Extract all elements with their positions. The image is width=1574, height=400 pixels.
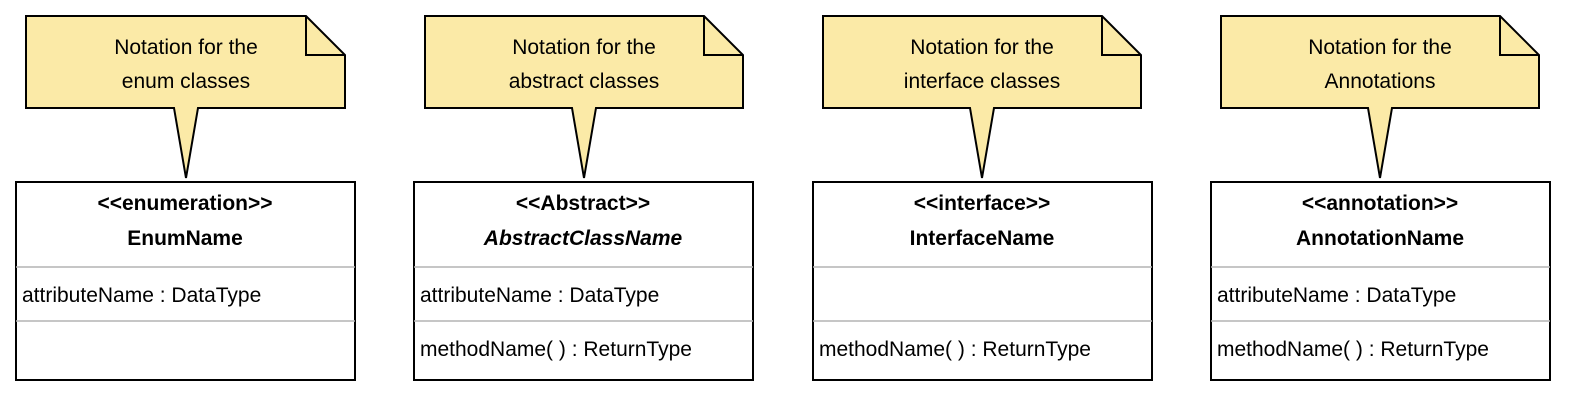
abstract-note-fold xyxy=(703,16,743,56)
interface-class-name: InterfaceName xyxy=(910,227,1055,250)
abstract-callout-note xyxy=(424,15,744,179)
enum-note-line2: enum classes xyxy=(122,70,250,93)
annotation-class-box xyxy=(1210,181,1551,381)
enum-note-fold xyxy=(305,16,345,56)
annotation-class-name: AnnotationName xyxy=(1296,227,1464,250)
interface-note-line2: interface classes xyxy=(904,70,1060,93)
interface-note-line1: Notation for the xyxy=(910,36,1054,59)
enum-class-stereotype: <<enumeration>> xyxy=(97,192,272,215)
interface-callout-note xyxy=(822,15,1142,179)
abstract-class-name: AbstractClassName xyxy=(483,227,683,250)
annotation-callout-note xyxy=(1220,15,1540,179)
abstract-notation-group: Notation for the abstract classes <<Abst… xyxy=(413,15,754,381)
enum-notation-group: Notation for the enum classes <<enumerat… xyxy=(15,15,356,381)
annotation-class-stereotype: <<annotation>> xyxy=(1302,192,1458,215)
interface-notation-group: Notation for the interface classes <<int… xyxy=(812,15,1153,381)
annotation-class-method: methodName( ) : ReturnType xyxy=(1217,338,1489,361)
interface-class-stereotype: <<interface>> xyxy=(914,192,1051,215)
abstract-class-box xyxy=(413,181,754,381)
annotation-note-fold xyxy=(1499,16,1539,56)
abstract-class-method: methodName( ) : ReturnType xyxy=(420,338,692,361)
enum-callout-note xyxy=(25,15,346,179)
interface-class-box xyxy=(812,181,1153,381)
abstract-note-line2: abstract classes xyxy=(509,70,660,93)
annotation-class-attribute: attributeName : DataType xyxy=(1217,284,1456,307)
enum-class-box xyxy=(15,181,356,381)
annotation-note-line1: Notation for the xyxy=(1308,36,1452,59)
annotation-note-line2: Annotations xyxy=(1325,70,1436,93)
interface-class-method: methodName( ) : ReturnType xyxy=(819,338,1091,361)
abstract-note-line1: Notation for the xyxy=(512,36,656,59)
enum-class-name: EnumName xyxy=(127,227,243,250)
abstract-class-attribute: attributeName : DataType xyxy=(420,284,659,307)
enum-class-attribute: attributeName : DataType xyxy=(22,284,261,307)
enum-note-line1: Notation for the xyxy=(114,36,258,59)
interface-note-fold xyxy=(1101,16,1141,56)
abstract-class-stereotype: <<Abstract>> xyxy=(516,192,650,215)
annotation-notation-group: Notation for the Annotations <<annotatio… xyxy=(1210,15,1551,381)
